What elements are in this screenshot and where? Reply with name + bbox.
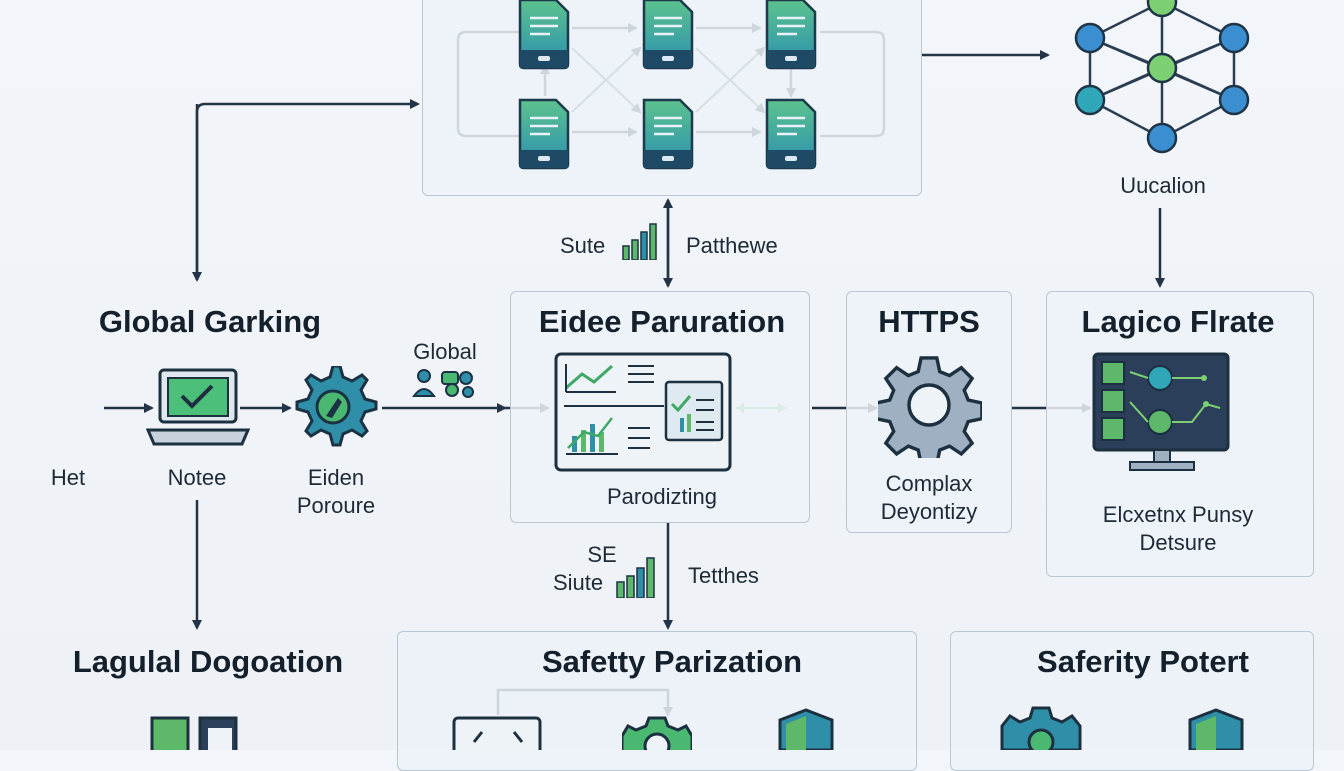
heading-safetty-parization: Safetty Parization: [541, 644, 803, 679]
label-parodizting: Parodizting: [606, 484, 718, 509]
bottom-gear-icon: [622, 716, 692, 750]
monitor-dashboard-icon: [1092, 352, 1230, 471]
bottom-documents-icon: [150, 716, 238, 750]
shield-icon: [778, 708, 834, 750]
label-notee: Notee: [167, 465, 227, 490]
heading-https: HTTPS: [878, 304, 980, 339]
label-detsure: Detsure: [1139, 530, 1217, 555]
label-complax: Complax: [885, 471, 973, 496]
heading-global-garking: Global Garking: [98, 304, 322, 339]
label-uucalion: Uucalion: [1120, 173, 1206, 198]
heading-eidee-paruration: Eidee Paruration: [538, 304, 786, 339]
gear-icon: [295, 366, 378, 447]
label-het: Het: [50, 465, 86, 490]
label-global: Global: [413, 339, 477, 364]
dashboard-icon: [554, 352, 732, 472]
bottom-gear-plus-icon: [1000, 706, 1082, 750]
shield-icon-2: [1188, 708, 1244, 750]
bottom-code-icon: [452, 716, 542, 750]
label-deyontizy: Deyontizy: [880, 499, 978, 524]
label-patthewe: Patthewe: [686, 233, 778, 258]
heading-lagulal-dogoation: Lagulal Dogoation: [72, 644, 344, 679]
label-siute: Siute: [553, 570, 604, 595]
label-tetthes: Tetthes: [688, 563, 759, 588]
label-elcxetnx-punsy: Elcxetnx Punsy: [1102, 502, 1254, 527]
bar-chart-icon-2: [616, 557, 655, 598]
label-poroure: Poroure: [296, 493, 376, 518]
label-sute: Sute: [560, 233, 606, 258]
heading-lagico-flrate: Lagico Flrate: [1081, 304, 1275, 339]
https-gear-icon: [878, 356, 982, 458]
label-eiden: Eiden: [307, 465, 365, 490]
network-graph-icon: [1074, 0, 1250, 154]
laptop-check-icon: [146, 368, 250, 446]
bar-chart-icon: [622, 223, 657, 260]
label-se: SE: [587, 542, 617, 567]
heading-saferity-potert: Saferity Potert: [1037, 644, 1249, 679]
users-icon: [412, 369, 474, 398]
